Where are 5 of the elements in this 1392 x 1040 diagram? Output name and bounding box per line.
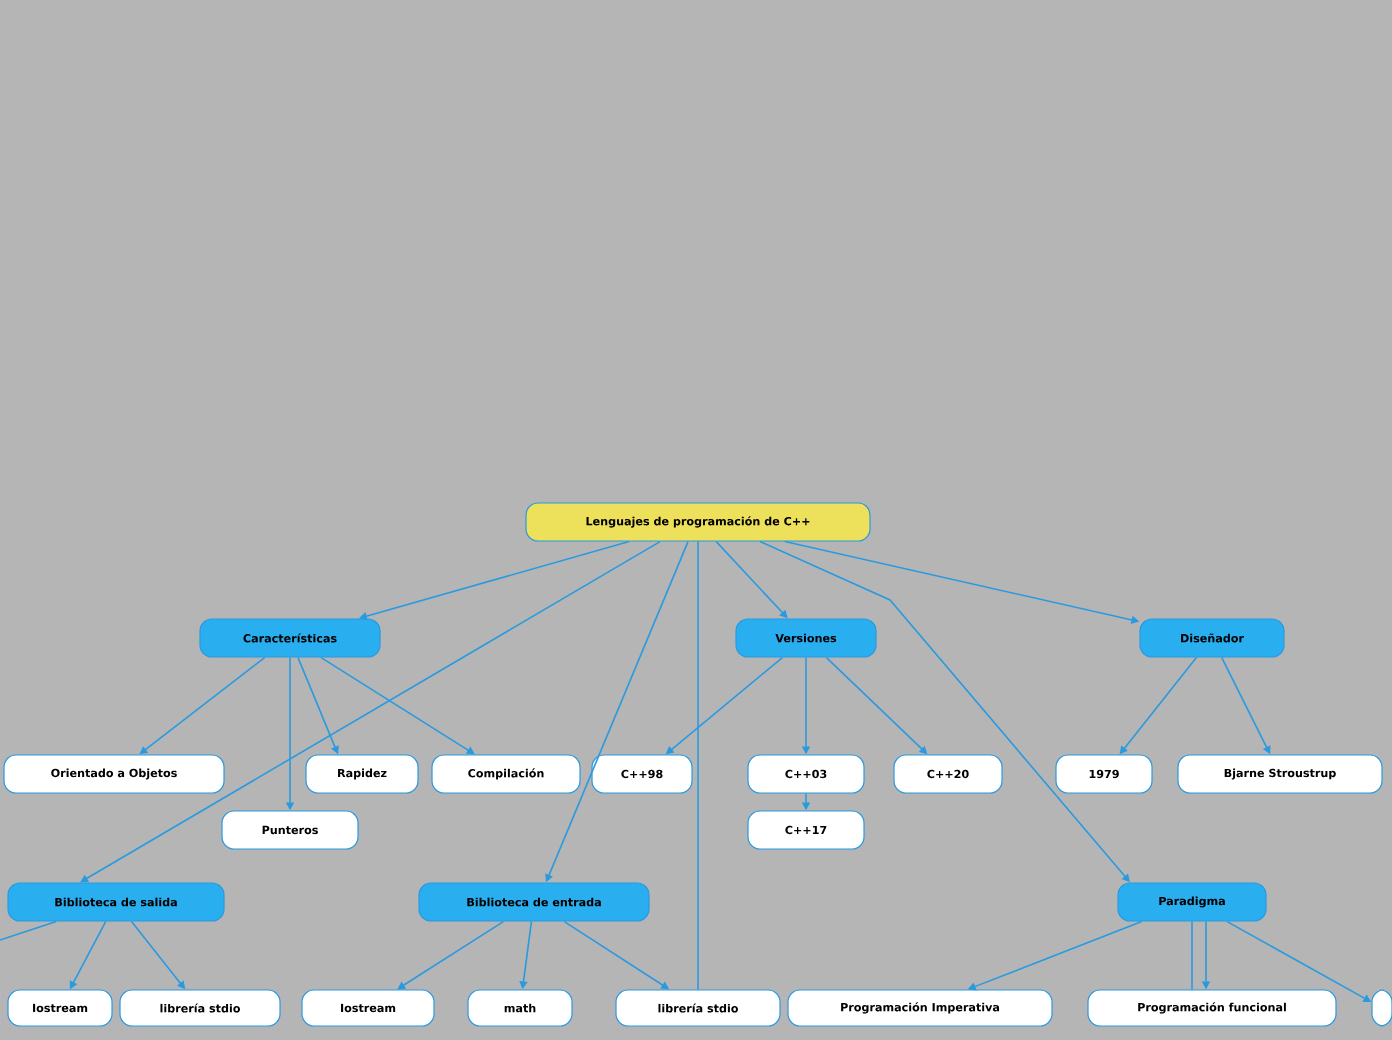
empty-box: [1371, 989, 1392, 1027]
arrow: [397, 920, 505, 990]
arrow: [320, 656, 475, 755]
arrow: [359, 540, 630, 621]
arrow: [80, 540, 661, 883]
